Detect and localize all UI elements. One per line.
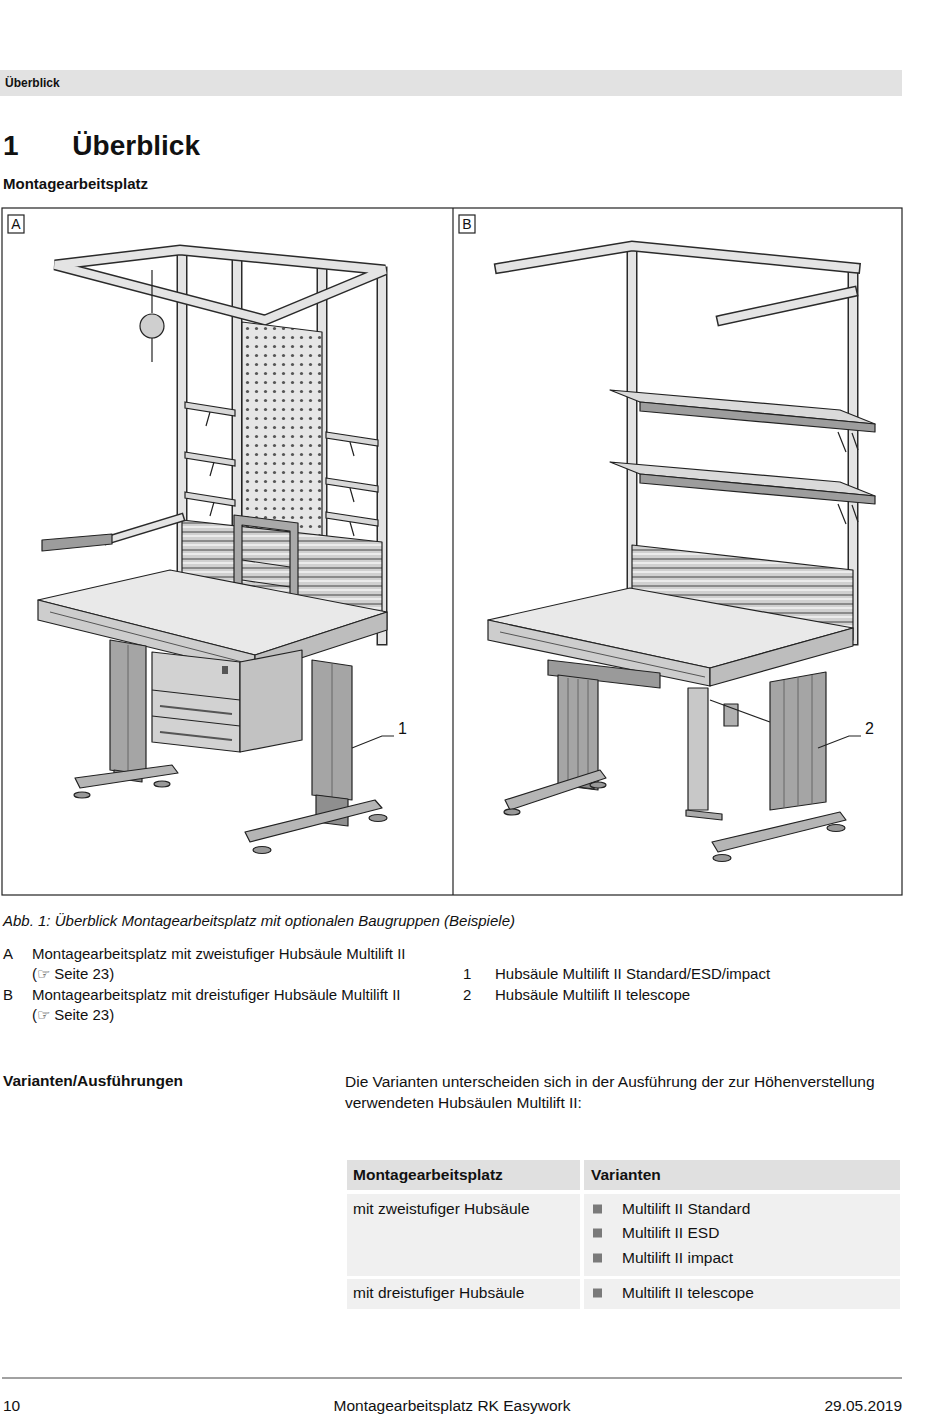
key-text: Hubsäule Multilift II telescope xyxy=(495,985,690,1005)
header-text: Überblick xyxy=(5,75,60,91)
page-title: 1 Überblick xyxy=(3,128,200,164)
key-letter: B xyxy=(3,985,13,1005)
table-cell: Multilift II telescope xyxy=(622,1283,754,1303)
key-letter: A xyxy=(3,944,13,964)
callout-number: 2 xyxy=(865,718,874,739)
key-text: Montagearbeitsplatz mit dreistufiger Hub… xyxy=(32,985,412,1025)
table-cell: mit dreistufiger Hubsäule xyxy=(353,1283,524,1303)
paragraph: Die Varianten unterscheiden sich in der … xyxy=(345,1071,900,1113)
figure-frame xyxy=(2,208,902,895)
figure-caption: Abb. 1: Überblick Montagearbeitsplatz mi… xyxy=(3,911,515,931)
key-number: 2 xyxy=(463,985,471,1005)
table-cell: Multilift II Standard xyxy=(622,1199,750,1219)
footer-date: 29.05.2019 xyxy=(824,1396,902,1416)
table-header: Montagearbeitsplatz xyxy=(353,1165,503,1185)
panel-letter: A xyxy=(8,215,24,233)
header-bar xyxy=(0,70,902,96)
callout-number: 1 xyxy=(398,718,407,739)
footer-rule xyxy=(2,1378,902,1379)
table-header: Varianten xyxy=(591,1165,661,1185)
panel-letter: B xyxy=(459,215,475,233)
footer-title: Montagearbeitsplatz RK Easywork xyxy=(334,1396,571,1416)
table-cell: Multilift II impact xyxy=(622,1248,733,1268)
key-text: Montagearbeitsplatz mit zweistufiger Hub… xyxy=(32,944,412,984)
key-number: 1 xyxy=(463,964,471,984)
page-number: 10 xyxy=(3,1396,20,1416)
table-cell: Multilift II ESD xyxy=(622,1223,719,1243)
subheading: Montagearbeitsplatz xyxy=(3,174,148,194)
workbench-b-illustration xyxy=(488,246,875,862)
side-heading: Varianten/Ausführungen xyxy=(3,1071,183,1091)
table-cell: mit zweistufiger Hubsäule xyxy=(353,1199,530,1219)
key-text: Hubsäule Multilift II Standard/ESD/impac… xyxy=(495,964,770,984)
variants-table xyxy=(347,1160,900,1309)
workbench-a-illustration xyxy=(38,250,394,854)
